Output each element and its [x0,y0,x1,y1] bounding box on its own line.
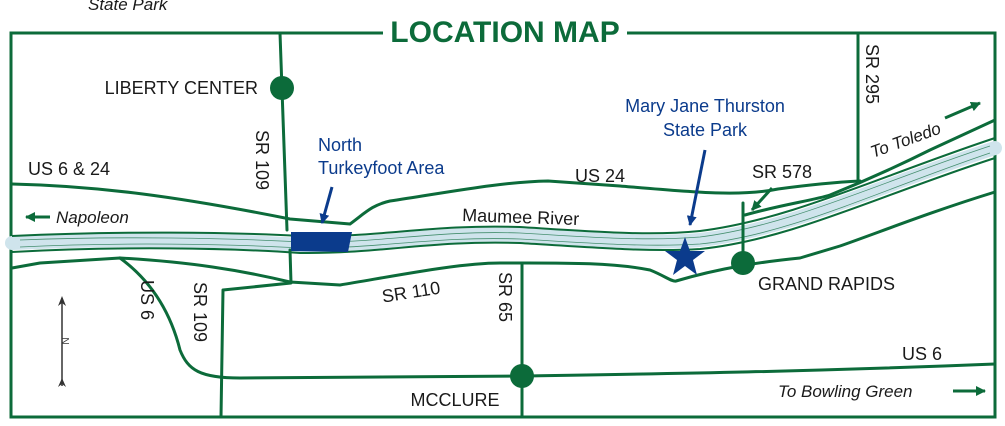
label-turkeyfoot-line1: North [318,135,362,155]
label-sr109-south: SR 109 [190,282,210,342]
town-mcclure-dot [510,364,534,388]
cropped-park-label: State Park [88,0,169,14]
label-sr578: SR 578 [752,162,812,182]
road-us6-west [118,256,997,380]
label-sr110: SR 110 [381,278,442,307]
road-south-bank [10,190,997,287]
label-sr295: SR 295 [862,44,882,104]
north-turkeyfoot-area [291,232,352,252]
maumee-river [5,137,1002,255]
label-sr65: SR 65 [495,272,515,322]
label-us6-west: US 6 [137,280,157,320]
map-frame [9,31,997,419]
label-turkeyfoot-line2: Turkeyfoot Area [318,158,445,178]
north-arrow-icon: N [58,296,70,387]
park-pointer [686,149,707,226]
road-east-upper [743,118,997,217]
label-mcclure: MCCLURE [410,390,499,410]
arrow-right-icon [944,101,981,120]
north-letter: N [59,337,70,344]
turkeyfoot-pointer [319,186,334,224]
road-us-6-24 [10,179,862,226]
label-sr109-north: SR 109 [252,130,272,190]
label-park-line1: Mary Jane Thurston [625,96,785,116]
town-grand-rapids-dot [731,251,755,275]
label-toledo: To Toledo [868,119,943,162]
label-napoleon: Napoleon [56,208,129,227]
label-river: Maumee River [462,205,580,229]
label-grand-rapids: GRAND RAPIDS [758,274,895,294]
map-title: LOCATION MAP [390,16,619,49]
label-us24: US 24 [575,166,625,186]
label-park-line2: State Park [663,120,748,140]
label-us6-east: US 6 [902,344,942,364]
road-sr109-south [219,248,293,419]
label-bowling-green: To Bowling Green [778,382,913,401]
star-icon [665,237,705,275]
label-liberty-center: LIBERTY CENTER [105,78,258,98]
label-us6-24: US 6 & 24 [28,159,110,179]
road-sr109-north [278,31,289,232]
town-liberty-center-dot [270,76,294,100]
sr578-pointer [750,186,774,212]
